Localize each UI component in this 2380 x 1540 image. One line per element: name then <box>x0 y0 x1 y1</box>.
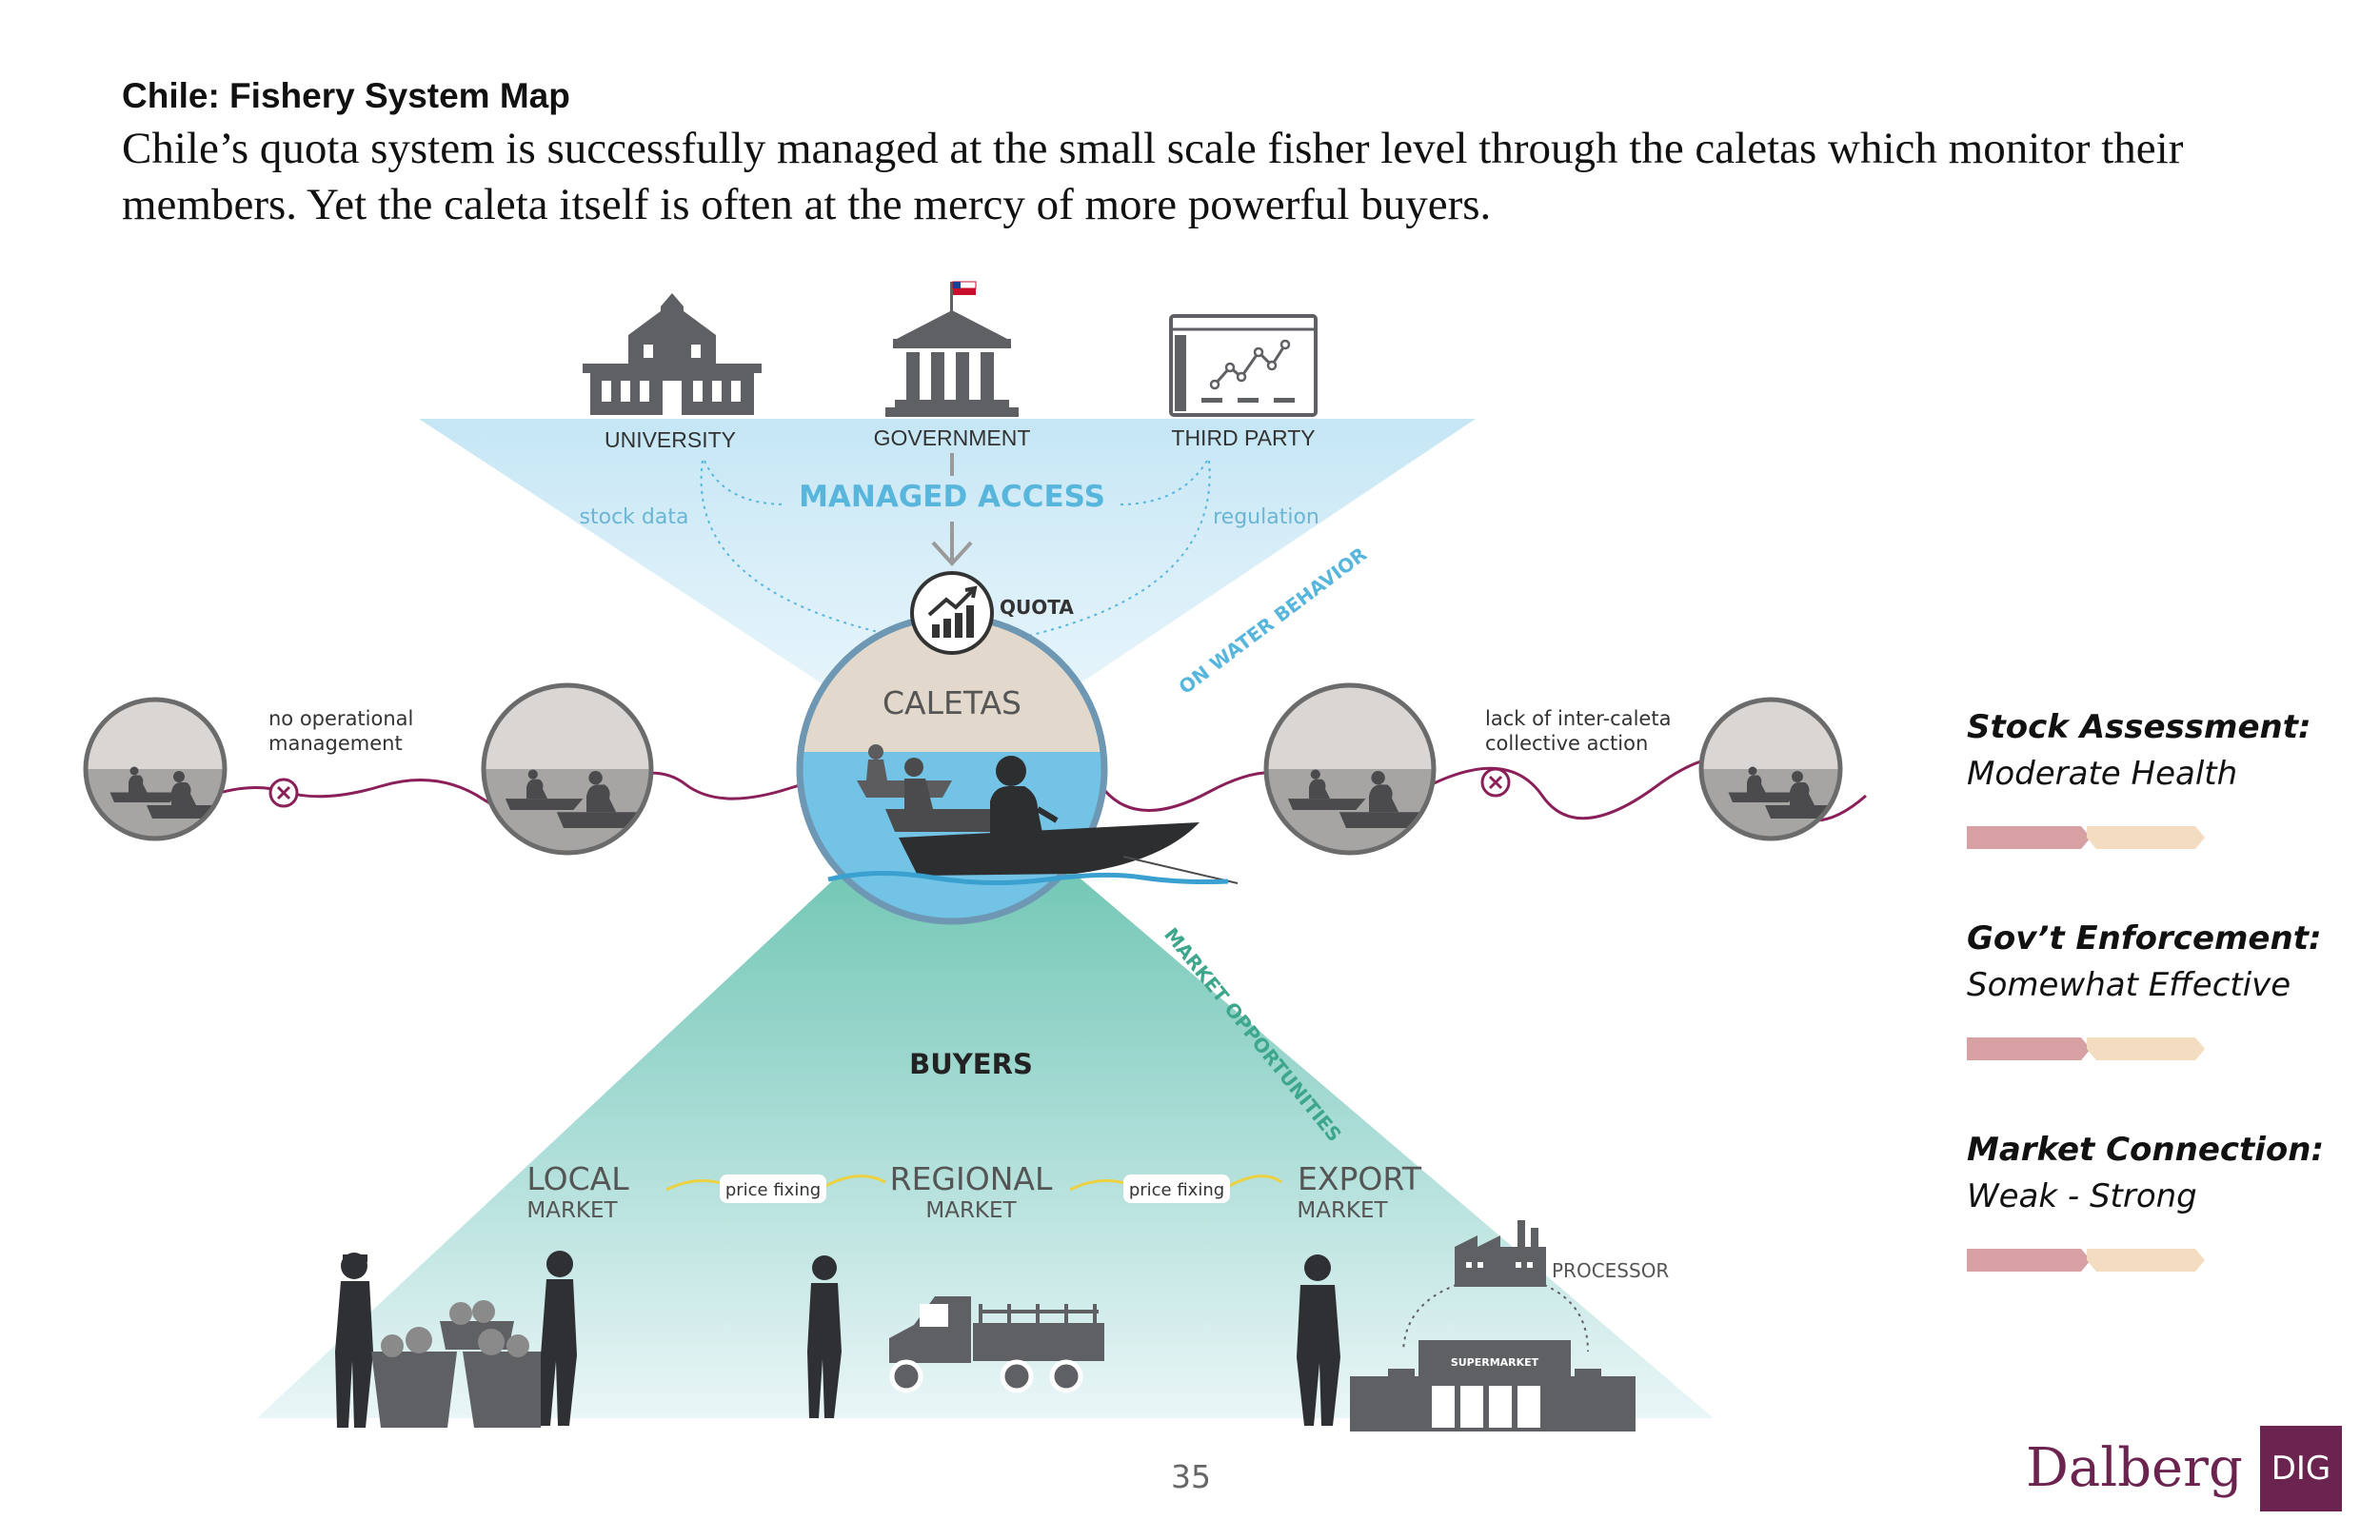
page-number: 35 <box>1171 1458 1211 1495</box>
price-fixing-label: price fixing <box>1129 1180 1224 1200</box>
left-note-line1: no operational <box>268 707 413 730</box>
arrow-down-icon <box>931 522 973 566</box>
buyers-title: BUYERS <box>909 1048 1033 1080</box>
right-note-line1: lack of inter-caleta <box>1485 707 1671 730</box>
export-market-label: EXPORT <box>1298 1160 1422 1197</box>
main-boat-with-fisher <box>827 756 1239 886</box>
caletas-label: CALETAS <box>883 684 1021 721</box>
supermarket-building-icon <box>1350 1340 1636 1431</box>
local-market-label: LOCAL <box>526 1160 629 1197</box>
local-buyer-person-icon <box>541 1251 577 1426</box>
page-subtitle: Chile’s quota system is successfully man… <box>122 124 2184 229</box>
regional-market-label: REGIONAL <box>890 1160 1053 1197</box>
truck-icon <box>889 1296 1104 1393</box>
broken-link-x-icon <box>1480 767 1511 798</box>
data-dashboard-icon <box>1169 314 1318 417</box>
govt-enforcement-title: Gov’t Enforcement: <box>1967 919 2322 958</box>
market-connection-title: Market Connection: <box>1967 1131 2325 1169</box>
university-building-icon <box>583 293 762 415</box>
government-building-icon <box>885 281 1019 417</box>
page-heading: Chile: Fishery System Map <box>122 76 570 115</box>
processor-factory-icon <box>1455 1220 1546 1287</box>
produce-baskets-icon <box>371 1300 552 1428</box>
local-market-sublabel: MARKET <box>526 1198 618 1223</box>
market-connection-value: Weak - Strong <box>1967 1177 2197 1215</box>
regulation-label: regulation <box>1213 505 1319 529</box>
market-connection-gauge <box>1967 1249 2205 1272</box>
small-caleta-circle <box>83 697 228 841</box>
local-vendor-person-icon <box>335 1253 373 1428</box>
broken-link-x-icon <box>268 778 299 808</box>
regulation-path <box>1027 460 1211 637</box>
right-note-line2: collective action <box>1485 732 1648 755</box>
price-fixing-tag <box>1123 1175 1230 1203</box>
government-label: GOVERNMENT <box>874 425 1031 450</box>
small-caleta-circle <box>481 682 654 856</box>
govt-enforcement-gauge <box>1967 1037 2205 1060</box>
govt-enforcement-value: Somewhat Effective <box>1967 966 2291 1004</box>
small-caleta-circle <box>1698 697 1843 841</box>
left-note-line2: management <box>268 732 403 755</box>
stock-data-path <box>700 460 896 637</box>
export-buyer-person-icon <box>1297 1254 1340 1426</box>
processor-link-path <box>1402 1284 1458 1352</box>
regional-buyer-person-icon <box>807 1255 842 1418</box>
regional-market-sublabel: MARKET <box>925 1198 1017 1223</box>
third-party-label: THIRD PARTY <box>1171 425 1315 450</box>
dalberg-logo: Dalberg <box>2026 1437 2243 1499</box>
stock-assessment-title: Stock Assessment: <box>1967 708 2311 746</box>
stock-data-label: stock data <box>580 505 689 529</box>
processor-label: PROCESSOR <box>1552 1259 1669 1282</box>
university-link-path <box>704 460 787 505</box>
stock-assessment-value: Moderate Health <box>1967 755 2238 793</box>
export-market-sublabel: MARKET <box>1297 1198 1388 1223</box>
processor-link-path <box>1543 1284 1589 1352</box>
quota-chart-icon <box>910 571 994 655</box>
price-fixing-label: price fixing <box>725 1180 821 1200</box>
managed-access-title: MANAGED ACCESS <box>799 480 1105 514</box>
dig-logo-badge: DIG <box>2260 1426 2342 1511</box>
stock-assessment-gauge <box>1967 826 2205 849</box>
price-fixing-tag <box>720 1175 826 1203</box>
quota-label: QUOTA <box>1000 596 1074 619</box>
university-label: UNIVERSITY <box>605 427 736 452</box>
small-caleta-circle <box>1263 682 1437 856</box>
supermarket-label: SUPERMARKET <box>1451 1356 1539 1369</box>
market-cone <box>257 769 1714 1418</box>
